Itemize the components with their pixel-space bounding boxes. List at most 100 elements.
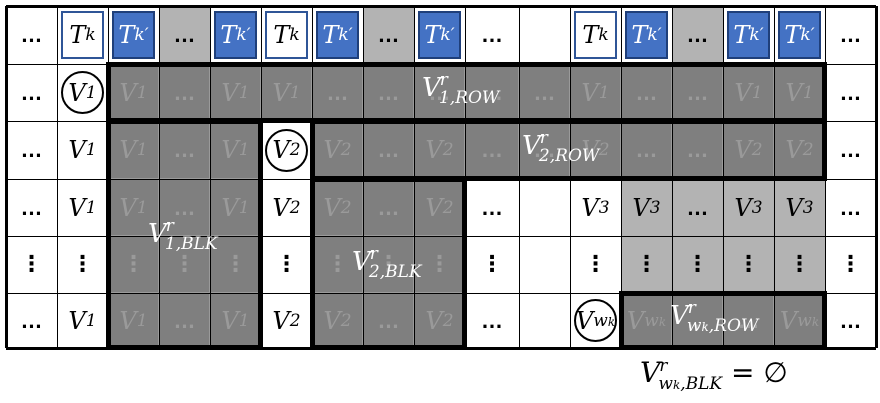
grid-cell: … [723, 293, 774, 348]
circle-v1 [61, 71, 104, 114]
grid-cell [519, 293, 570, 348]
circle-vwk [574, 299, 617, 342]
grid-cell: … [465, 121, 519, 179]
grid-cell: … [672, 179, 723, 236]
grid-cell: … [481, 307, 503, 333]
grid-hline [6, 5, 876, 8]
grid-vline [875, 6, 878, 348]
grid-hline [6, 179, 876, 180]
label-vwk-blk-empty: Vrwk,BLK = ∅ [640, 356, 788, 394]
grid-cell: ⋮ [414, 236, 465, 293]
grid-hline [6, 347, 876, 350]
grid-cell: … [839, 79, 862, 105]
grid-hline [6, 293, 876, 294]
header-cell: … [20, 22, 43, 47]
grid-cell: … [159, 64, 210, 121]
grid-cell: ⋮ [312, 236, 363, 293]
grid-cell: … [839, 307, 862, 333]
grid-cell: ⋮ [363, 236, 414, 293]
label-v2-row: Vr2,ROW [522, 128, 600, 166]
grid-cell: … [159, 293, 210, 348]
label-v2-blk: Vr2,BLK [352, 244, 422, 282]
grid-cell: … [672, 293, 723, 348]
grid-cell: ⋮ [20, 252, 43, 277]
grid-vline [210, 6, 211, 348]
grid-cell: … [519, 121, 570, 179]
grid-cell: … [363, 64, 414, 121]
circle-v2 [265, 128, 308, 172]
header-cell: … [159, 6, 210, 64]
grid-cell: ⋮ [584, 252, 607, 277]
grid-vline [5, 6, 8, 348]
header-cell: … [363, 6, 414, 64]
grid-vline [57, 6, 58, 348]
grid-cell: ⋮ [621, 236, 672, 293]
grid-cell: … [481, 194, 503, 220]
grid-cell: ⋮ [210, 236, 261, 293]
label-v1-blk: Vr1,BLK [148, 216, 218, 254]
grid-cell: … [672, 121, 723, 179]
grid-vline [159, 6, 160, 348]
grid-cell: … [363, 179, 414, 236]
grid-cell: … [621, 121, 672, 179]
grid-vline [312, 6, 313, 348]
grid-cell: ⋮ [774, 236, 825, 293]
grid-cell: … [519, 64, 570, 121]
grid-vline [570, 6, 571, 348]
grid-cell: … [20, 194, 43, 220]
grid-vline [465, 6, 466, 348]
grid-cell: … [363, 293, 414, 348]
label-vwk-row: Vrwk,ROW [670, 298, 759, 336]
label-v1-row: Vr1,ROW [422, 70, 500, 108]
grid-cell: … [363, 121, 414, 179]
grid-cell: … [312, 64, 363, 121]
grid-cell: … [20, 307, 43, 333]
grid-cell [519, 179, 570, 236]
grid-cell: ⋮ [275, 252, 298, 277]
grid-vline [108, 6, 109, 348]
grid-cell: … [159, 121, 210, 179]
grid-vline [363, 6, 364, 348]
grid-cell: ⋮ [71, 252, 94, 277]
header-cell: … [672, 6, 723, 64]
grid-vline [672, 6, 673, 348]
